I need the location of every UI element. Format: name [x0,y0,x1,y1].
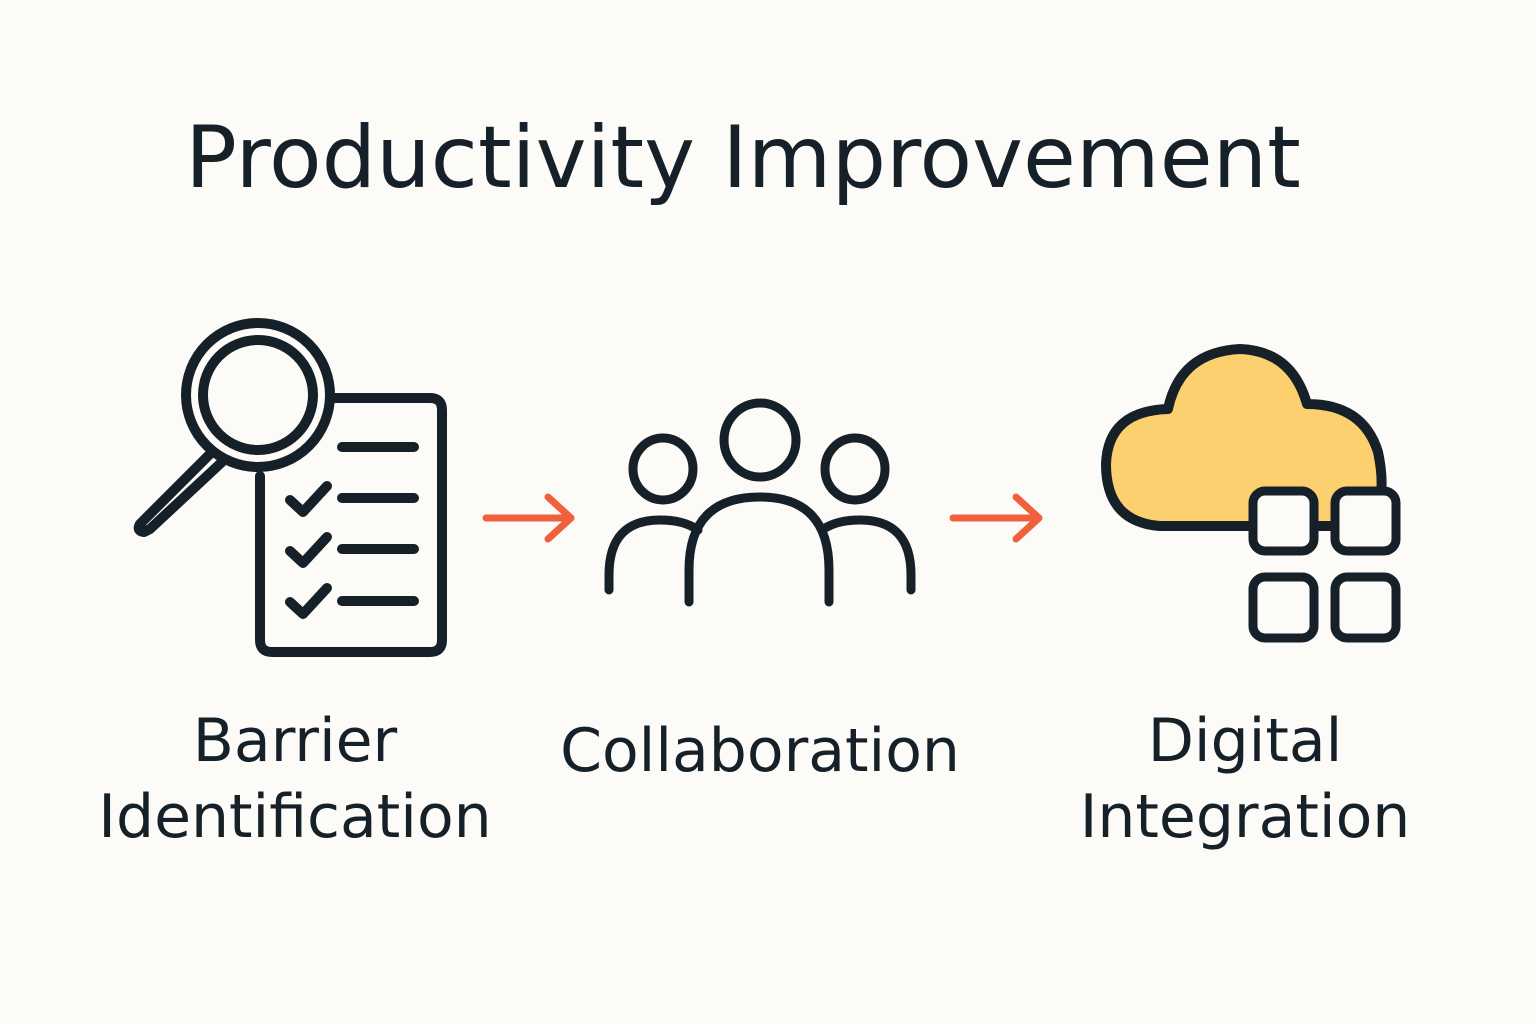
arrow-right-icon [947,490,1047,546]
document-outline [255,393,447,657]
step-label-digital-integration: Digital Integration [1020,703,1470,855]
team-group-icon [600,395,920,610]
step-label-collaboration: Collaboration [530,713,990,789]
step-label-line: Barrier [192,706,398,776]
step-label-line: Integration [1079,782,1411,852]
diagram-title: Productivity Improvement [185,108,1301,208]
cloud-shape [1101,344,1387,531]
step-label-line: Collaboration [560,716,960,786]
step-label-barrier-identification: Barrier Identification [60,703,530,855]
magnifier-checklist-icon [120,310,460,670]
step-label-line: Digital [1147,706,1343,776]
cloud-apps-icon [1095,335,1410,650]
arrow-right-icon [480,490,580,546]
step-label-line: Identification [98,782,492,852]
